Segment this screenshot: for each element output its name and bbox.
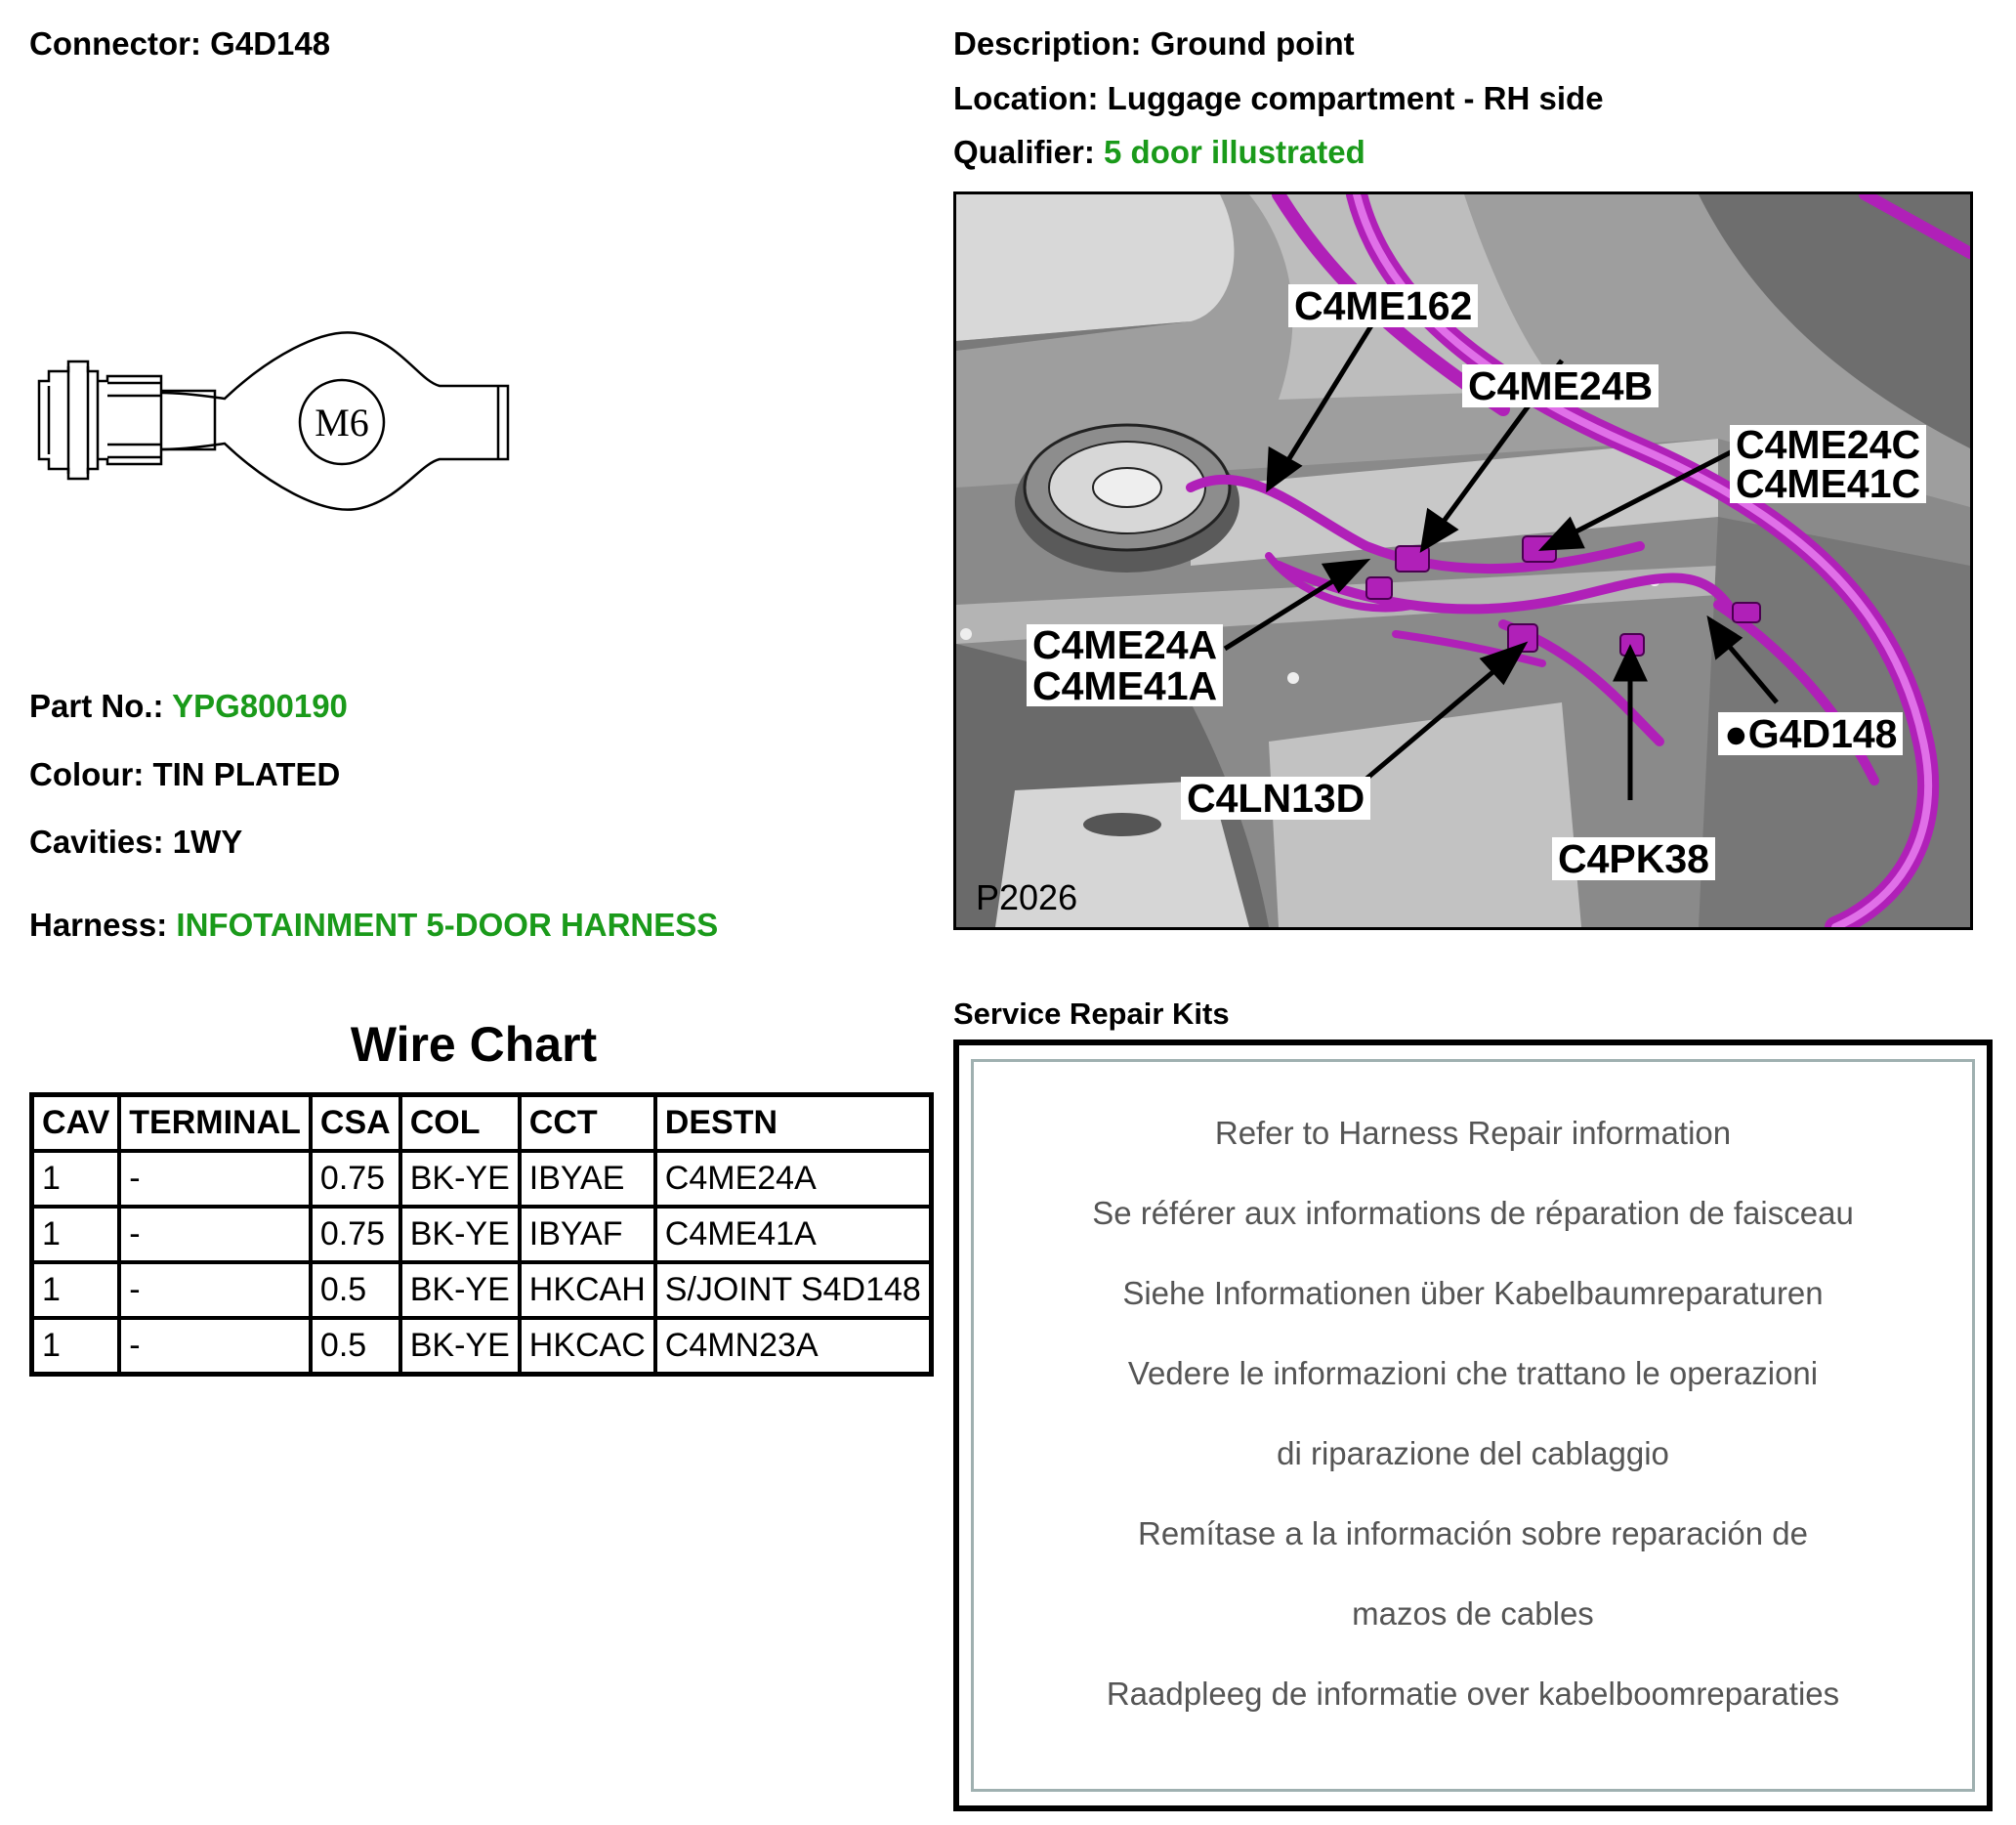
cavities-field: Cavities: 1WY bbox=[29, 824, 242, 861]
qualifier-value: 5 door illustrated bbox=[1104, 134, 1365, 170]
cavities-label: Cavities: bbox=[29, 824, 164, 860]
cell-destn: C4ME24A bbox=[652, 1149, 934, 1209]
cell-cct: HKCAC bbox=[517, 1316, 657, 1377]
callout-c4me24b: C4ME24B bbox=[1462, 364, 1659, 407]
header-col: COL bbox=[398, 1092, 522, 1153]
kit-line: Se référer aux informations de réparatio… bbox=[1092, 1195, 1854, 1231]
cell-csa: 0.75 bbox=[308, 1149, 402, 1209]
location-field: Location: Luggage compartment - RH side bbox=[953, 80, 1604, 117]
cell-destn: C4MN23A bbox=[652, 1316, 934, 1377]
service-kits-title: Service Repair Kits bbox=[953, 997, 1230, 1031]
cavities-value: 1WY bbox=[172, 824, 243, 860]
location-value: Luggage compartment - RH side bbox=[1107, 80, 1604, 116]
description-value: Ground point bbox=[1150, 25, 1355, 62]
callout-c4me24a: C4ME24A bbox=[1032, 622, 1218, 667]
part-no-label: Part No.: bbox=[29, 688, 164, 724]
table-row: 1 - 0.75 BK-YE IBYAE C4ME24A bbox=[29, 1149, 934, 1209]
callout-g4d148-text: G4D148 bbox=[1747, 711, 1898, 756]
cell-col: BK-YE bbox=[398, 1260, 522, 1320]
cell-terminal: - bbox=[117, 1149, 313, 1209]
kit-line: Siehe Informationen über Kabelbaumrepara… bbox=[1122, 1275, 1824, 1311]
cell-csa: 0.75 bbox=[308, 1205, 402, 1264]
cell-csa: 0.5 bbox=[308, 1316, 402, 1377]
connector-field: Connector: G4D148 bbox=[29, 25, 330, 63]
cell-col: BK-YE bbox=[398, 1316, 522, 1377]
kit-line: di riparazione del cablaggio bbox=[1277, 1435, 1669, 1471]
colour-label: Colour: bbox=[29, 756, 145, 792]
harness-value: INFOTAINMENT 5-DOOR HARNESS bbox=[176, 907, 719, 943]
cell-col: BK-YE bbox=[398, 1205, 522, 1264]
colour-field: Colour: TIN PLATED bbox=[29, 756, 340, 793]
wire-chart-title: Wire Chart bbox=[350, 1017, 598, 1072]
description-label: Description: bbox=[953, 25, 1142, 62]
part-no-value: YPG800190 bbox=[172, 688, 348, 724]
callout-c4me24c: C4ME24C bbox=[1736, 422, 1921, 467]
cell-cct: IBYAF bbox=[517, 1205, 657, 1264]
connector-label: Connector: bbox=[29, 25, 201, 62]
qualifier-field: Qualifier: 5 door illustrated bbox=[953, 134, 1365, 171]
wire-chart-header-row: CAV TERMINAL CSA COL CCT DESTN bbox=[29, 1092, 934, 1153]
connector-value: G4D148 bbox=[210, 25, 331, 62]
terminal-size-label: M6 bbox=[315, 401, 369, 445]
ground-dot-icon: ● bbox=[1724, 711, 1748, 756]
header-destn: DESTN bbox=[652, 1092, 934, 1153]
cell-terminal: - bbox=[117, 1205, 313, 1264]
cell-cct: IBYAE bbox=[517, 1149, 657, 1209]
callout-c4me24c-c4me41c: C4ME24C C4ME41C bbox=[1730, 422, 1927, 506]
cell-terminal: - bbox=[117, 1316, 313, 1377]
ring-terminal-drawing: M6 bbox=[37, 331, 510, 511]
kit-line: Refer to Harness Repair information bbox=[1214, 1115, 1732, 1151]
photo-reference: P2026 bbox=[976, 877, 1078, 917]
service-kits-box: Refer to Harness Repair information Se r… bbox=[953, 1040, 1993, 1811]
description-field: Description: Ground point bbox=[953, 25, 1355, 63]
callout-c4ln13d: C4LN13D bbox=[1181, 777, 1371, 820]
luggage-compartment-illustration bbox=[956, 194, 1970, 927]
cell-col: BK-YE bbox=[398, 1149, 522, 1209]
callout-c4me162: C4ME162 bbox=[1288, 284, 1479, 327]
table-row: 1 - 0.5 BK-YE HKCAH S/JOINT S4D148 bbox=[29, 1260, 934, 1320]
connector-blobs bbox=[1365, 535, 1761, 657]
table-row: 1 - 0.75 BK-YE IBYAF C4ME41A bbox=[29, 1205, 934, 1264]
kit-line: Remítase a la información sobre reparaci… bbox=[1137, 1515, 1809, 1551]
cell-terminal: - bbox=[117, 1260, 313, 1320]
harness-label: Harness: bbox=[29, 907, 168, 943]
harness-field: Harness: INFOTAINMENT 5-DOOR HARNESS bbox=[29, 907, 718, 944]
service-kits-inner: Refer to Harness Repair information Se r… bbox=[971, 1059, 1975, 1792]
kit-line: Raadpleeg de informatie over kabelboomre… bbox=[1106, 1676, 1840, 1712]
header-cav: CAV bbox=[29, 1092, 122, 1153]
colour-value: TIN PLATED bbox=[152, 756, 341, 792]
cell-csa: 0.5 bbox=[308, 1260, 402, 1320]
header-terminal: TERMINAL bbox=[117, 1092, 313, 1153]
kit-line: mazos de cables bbox=[1352, 1595, 1594, 1632]
cell-destn: C4ME41A bbox=[652, 1205, 934, 1264]
location-photo: C4ME162 C4ME24B C4ME24C C4ME41C C4ME24A … bbox=[953, 191, 1973, 930]
kit-line: Vedere le informazioni che trattano le o… bbox=[1127, 1355, 1819, 1391]
qualifier-label: Qualifier: bbox=[953, 134, 1095, 170]
callout-c4me41a: C4ME41A bbox=[1032, 663, 1218, 708]
callout-c4me41c: C4ME41C bbox=[1736, 461, 1921, 506]
cell-cav: 1 bbox=[29, 1316, 122, 1377]
callout-g4d148: ●G4D148 bbox=[1718, 711, 1904, 756]
cell-cav: 1 bbox=[29, 1205, 122, 1264]
callout-c4pk38: C4PK38 bbox=[1552, 837, 1715, 880]
cell-cav: 1 bbox=[29, 1260, 122, 1320]
cell-destn: S/JOINT S4D148 bbox=[652, 1260, 934, 1320]
location-label: Location: bbox=[953, 80, 1099, 116]
part-no-field: Part No.: YPG800190 bbox=[29, 688, 348, 725]
cell-cct: HKCAH bbox=[517, 1260, 657, 1320]
header-csa: CSA bbox=[308, 1092, 402, 1153]
header-cct: CCT bbox=[517, 1092, 657, 1153]
table-row: 1 - 0.5 BK-YE HKCAC C4MN23A bbox=[29, 1316, 934, 1377]
cell-cav: 1 bbox=[29, 1149, 122, 1209]
wire-chart-table: CAV TERMINAL CSA COL CCT DESTN 1 - 0.75 … bbox=[29, 1092, 934, 1377]
speaker-drawing bbox=[1015, 423, 1239, 573]
callout-c4me24a-c4me41a: C4ME24A C4ME41A bbox=[1027, 622, 1224, 708]
